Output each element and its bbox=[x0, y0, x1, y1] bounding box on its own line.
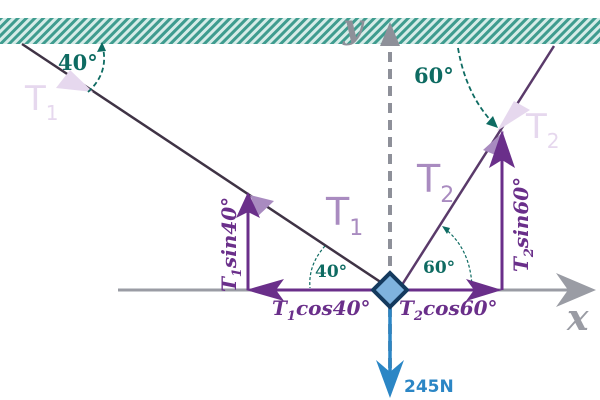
t1-label: T1 bbox=[325, 190, 363, 241]
rope-right bbox=[398, 45, 556, 289]
t1-cos-label: T1cos40° bbox=[272, 296, 371, 324]
weight-arrowhead bbox=[376, 360, 404, 398]
t2-cos-arrowhead bbox=[466, 279, 502, 301]
t1-sin-label: T1sin40° bbox=[217, 197, 245, 292]
y-axis-arrowhead bbox=[380, 22, 400, 46]
t1-faded-arrowhead bbox=[56, 70, 93, 92]
angle-t1-bottom: 40° bbox=[315, 262, 347, 282]
ceiling bbox=[0, 18, 600, 44]
t2-sin-label: T2sin60° bbox=[509, 177, 537, 272]
angle-arc-t2-top bbox=[457, 47, 495, 125]
t1-faded-label: T1 bbox=[24, 79, 59, 125]
angle-arc-t2-bottom-arrowhead bbox=[442, 226, 450, 234]
t2-faded-label: T2 bbox=[525, 107, 560, 153]
angle-arc-t1-top-arrowhead bbox=[97, 42, 106, 52]
t2-faded-arrowhead bbox=[497, 101, 530, 131]
angle-arc-t2-bottom bbox=[443, 227, 473, 287]
angle-t1-top: 40° bbox=[58, 50, 98, 75]
angle-t2-top: 60° bbox=[414, 63, 454, 88]
angle-arc-t2-top-arrowhead bbox=[486, 116, 498, 128]
y-axis-label: y bbox=[342, 7, 365, 47]
t1-cos-arrowhead bbox=[246, 279, 284, 301]
t2-label: T2 bbox=[416, 157, 454, 208]
t2-sin-arrowhead bbox=[489, 130, 515, 168]
weight-label: 245N bbox=[404, 377, 454, 397]
x-axis-arrowhead bbox=[556, 273, 596, 307]
angle-t2-bottom: 60° bbox=[423, 258, 455, 278]
t1-sin-arrowhead bbox=[236, 192, 260, 218]
t2-cos-label: T2cos60° bbox=[399, 296, 498, 324]
x-axis-label: x bbox=[566, 297, 589, 339]
knot-node bbox=[370, 270, 410, 310]
angle-arc-t1-bottom bbox=[309, 245, 326, 289]
